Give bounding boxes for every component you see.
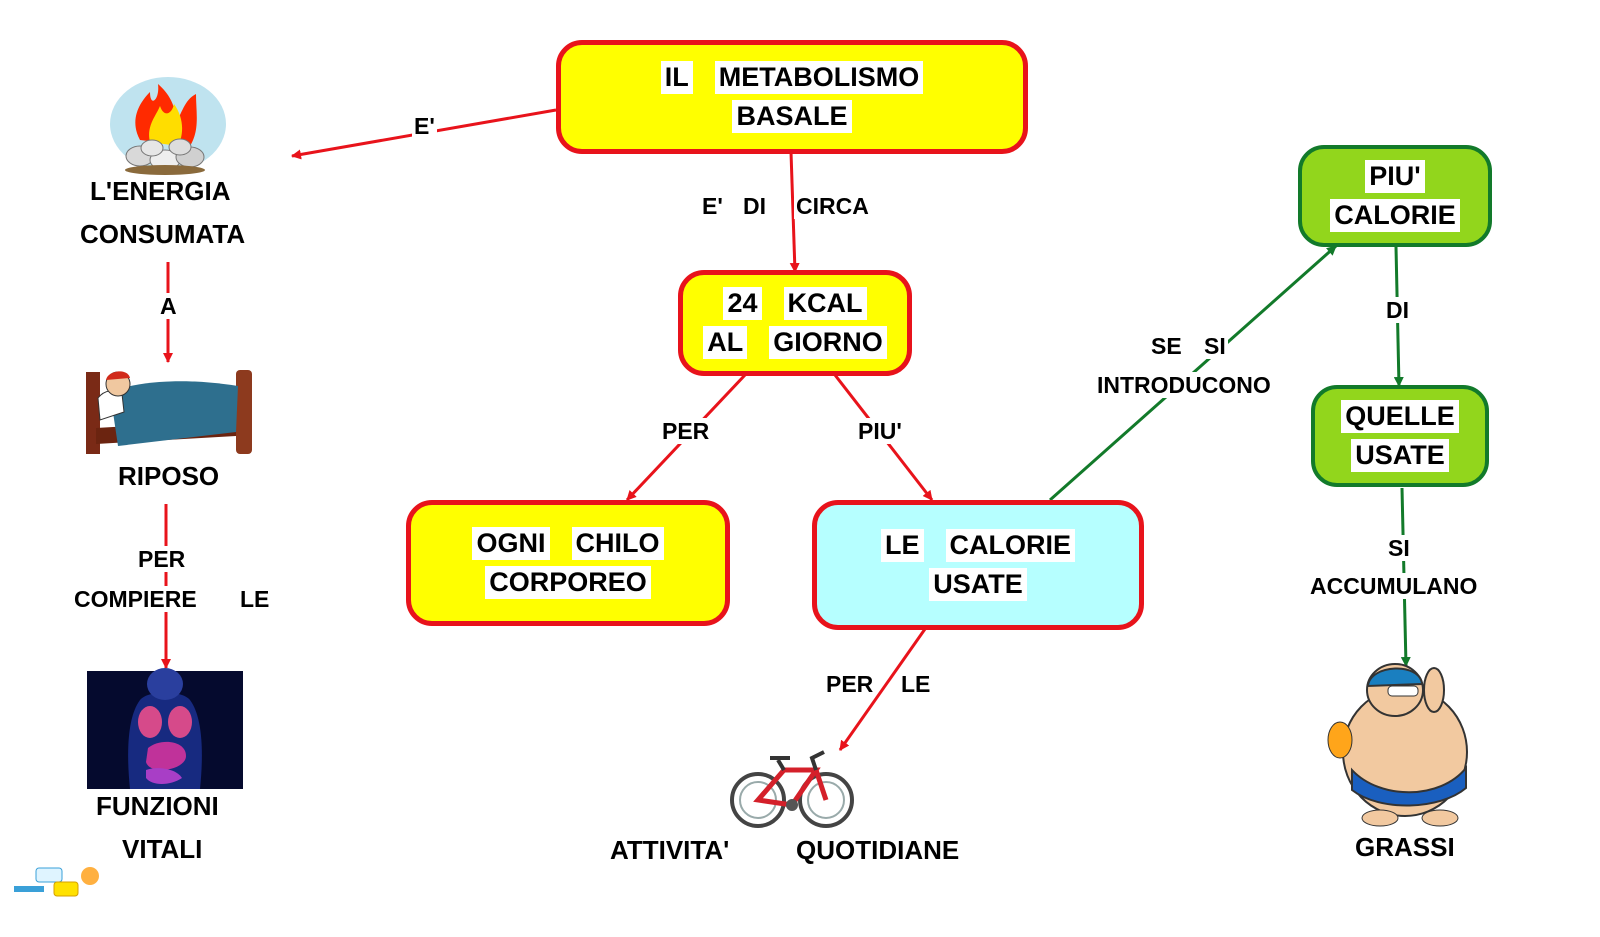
arrow-metabolismo-kcal: [789, 151, 800, 273]
caption-funzioni-line1: FUNZIONI: [94, 791, 221, 821]
node-text: AL: [703, 326, 748, 359]
link-label-a: A: [158, 293, 179, 319]
node-text: CHILO: [571, 527, 664, 560]
link-label-si-1: SI: [1202, 333, 1228, 359]
swimmer-icon: [1327, 663, 1468, 827]
link-label-compiere: COMPIERE: [72, 586, 199, 612]
node-text: USATE: [1351, 439, 1449, 472]
caption-energia-line1: L'ENERGIA: [88, 176, 233, 206]
link-label-si-2: SI: [1386, 535, 1412, 561]
node-text: CALORIE: [1330, 199, 1460, 232]
link-label-se: SE: [1149, 333, 1184, 359]
node-metabolismo-basale[interactable]: IL METABOLISMO BASALE: [556, 40, 1028, 154]
node-text: 24: [723, 287, 762, 320]
link-label-per-1: PER: [136, 546, 188, 572]
link-label-circa: CIRCA: [794, 193, 871, 219]
node-text: CALORIE: [945, 529, 1075, 562]
node-text: KCAL: [783, 287, 867, 320]
node-le-calorie-usate[interactable]: LE CALORIE USATE: [812, 500, 1144, 630]
caption-grassi: GRASSI: [1353, 832, 1457, 862]
link-label-per-3: PER: [824, 671, 876, 697]
node-text: GIORNO: [769, 326, 887, 359]
node-24-kcal[interactable]: 24 KCAL AL GIORNO: [678, 270, 912, 376]
caption-quotidiane: QUOTIDIANE: [794, 835, 962, 865]
logo-icon: [14, 867, 99, 897]
link-label-di-2: DI: [1384, 297, 1411, 323]
link-label-introducono: INTRODUCONO: [1095, 372, 1273, 398]
node-text: METABOLISMO: [714, 61, 924, 94]
caption-energia-line2: CONSUMATA: [78, 219, 248, 249]
node-text: CORPOREO: [485, 566, 651, 599]
link-label-le-2: LE: [899, 671, 933, 697]
link-label-di: DI: [741, 193, 768, 219]
node-text: USATE: [929, 568, 1027, 601]
link-label-le-1: LE: [238, 586, 272, 612]
caption-attivita: ATTIVITA': [608, 835, 732, 865]
campfire-icon: [110, 77, 226, 175]
caption-funzioni-line2: VITALI: [120, 834, 205, 864]
node-quelle-usate[interactable]: QUELLE USATE: [1311, 385, 1489, 487]
link-label-accumulano: ACCUMULANO: [1308, 573, 1480, 599]
body-organs-icon: [87, 668, 243, 789]
caption-riposo: RIPOSO: [116, 461, 222, 491]
node-piu-calorie[interactable]: PIU' CALORIE: [1298, 145, 1492, 247]
bed-icon: [86, 370, 252, 454]
connectors: [161, 108, 1411, 751]
bicycle-icon: [730, 750, 854, 828]
node-text: IL: [660, 61, 693, 94]
link-label-e2: E': [700, 193, 725, 219]
node-text: PIU': [1365, 160, 1425, 193]
node-text: QUELLE: [1341, 400, 1459, 433]
node-text: BASALE: [732, 100, 852, 133]
link-label-per-2: PER: [660, 418, 712, 444]
link-label-e: E': [412, 113, 437, 139]
node-ogni-chilo[interactable]: OGNI CHILO CORPOREO: [406, 500, 730, 626]
node-text: OGNI: [472, 527, 550, 560]
arrow-calorie-attivita: [838, 628, 927, 751]
node-text: LE: [880, 529, 924, 562]
link-label-piu: PIU': [856, 418, 904, 444]
